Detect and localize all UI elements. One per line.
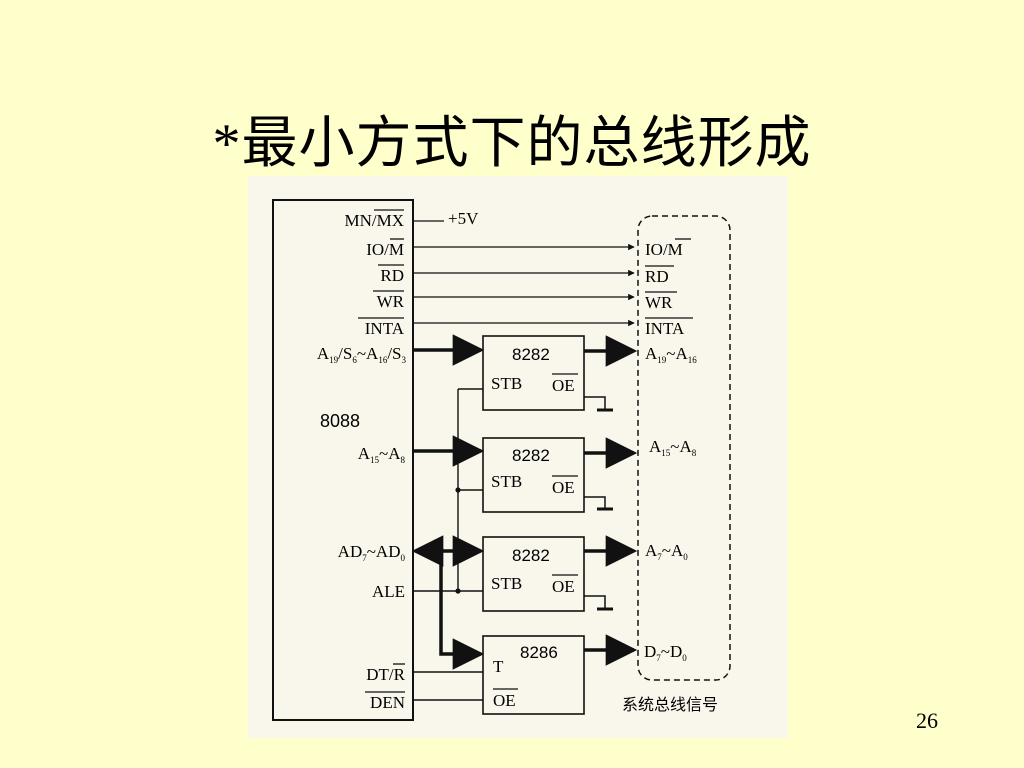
- slide-title: *最小方式下的总线形成: [212, 113, 812, 175]
- pin-mn-mx: MN/MX: [344, 211, 404, 230]
- pin-ale: ALE: [372, 582, 405, 601]
- latch-3-stb: STB: [491, 574, 522, 593]
- supply-5v-label: +5V: [448, 209, 479, 228]
- control-wiring: [413, 671, 483, 701]
- pin-rd: RD: [380, 266, 404, 285]
- pin-wr: WR: [377, 292, 405, 311]
- transceiver-box: [482, 635, 585, 715]
- bus-a7-a0: A7~A0: [645, 541, 688, 562]
- latch-2-box: [482, 437, 585, 513]
- pin-ad7-ad0: AD7~AD0: [338, 542, 406, 563]
- pin-inta: INTA: [365, 319, 405, 338]
- pin-dt-r: DT/R: [366, 665, 405, 684]
- output-buses: [584, 335, 638, 666]
- bus-inta: INTA: [645, 319, 685, 338]
- latch-1-box: [482, 335, 585, 411]
- bus-a19-a16: A19~A16: [645, 344, 697, 365]
- page-number: 26: [916, 708, 938, 733]
- pin-a15-a8: A15~A8: [358, 444, 406, 465]
- latch-2-chip: 8282: [512, 446, 550, 465]
- latch-2-oe: OE: [552, 478, 575, 497]
- cpu-label-8088: 8088: [320, 411, 360, 431]
- stb-wiring: [413, 388, 483, 592]
- bus-io-m: IO/M: [645, 240, 683, 259]
- transceiver-t: T: [493, 657, 504, 676]
- transceiver-chip: 8286: [520, 643, 558, 662]
- latch-3-oe: OE: [552, 577, 575, 596]
- pin-a19-s3: A19/S6~A16/S3: [317, 344, 407, 365]
- pin-den: DEN: [370, 693, 405, 712]
- bus-a15-a8: A15~A8: [649, 437, 697, 458]
- system-bus-enclosure: [637, 215, 731, 681]
- pin-io-m: IO/M: [366, 240, 404, 259]
- latch-3-box: [482, 536, 585, 612]
- latch-1-stb: STB: [491, 374, 522, 393]
- latch-2-stb: STB: [491, 472, 522, 491]
- bus-wr: WR: [645, 293, 673, 312]
- cpu-8088-box: [272, 199, 414, 721]
- bus-caption: 系统总线信号: [622, 696, 718, 714]
- address-buses: [411, 334, 485, 670]
- latch-1-chip: 8282: [512, 345, 550, 364]
- ground-symbols: [584, 396, 613, 611]
- latch-3-chip: 8282: [512, 546, 550, 565]
- bus-rd: RD: [645, 267, 669, 286]
- bus-diagram: MN/MX IO/M RD WR INTA A19/S6~A16/S3 8088…: [248, 176, 788, 738]
- bus-d7-d0: D7~D0: [644, 642, 687, 663]
- latch-1-oe: OE: [552, 376, 575, 395]
- transceiver-oe: OE: [493, 691, 516, 710]
